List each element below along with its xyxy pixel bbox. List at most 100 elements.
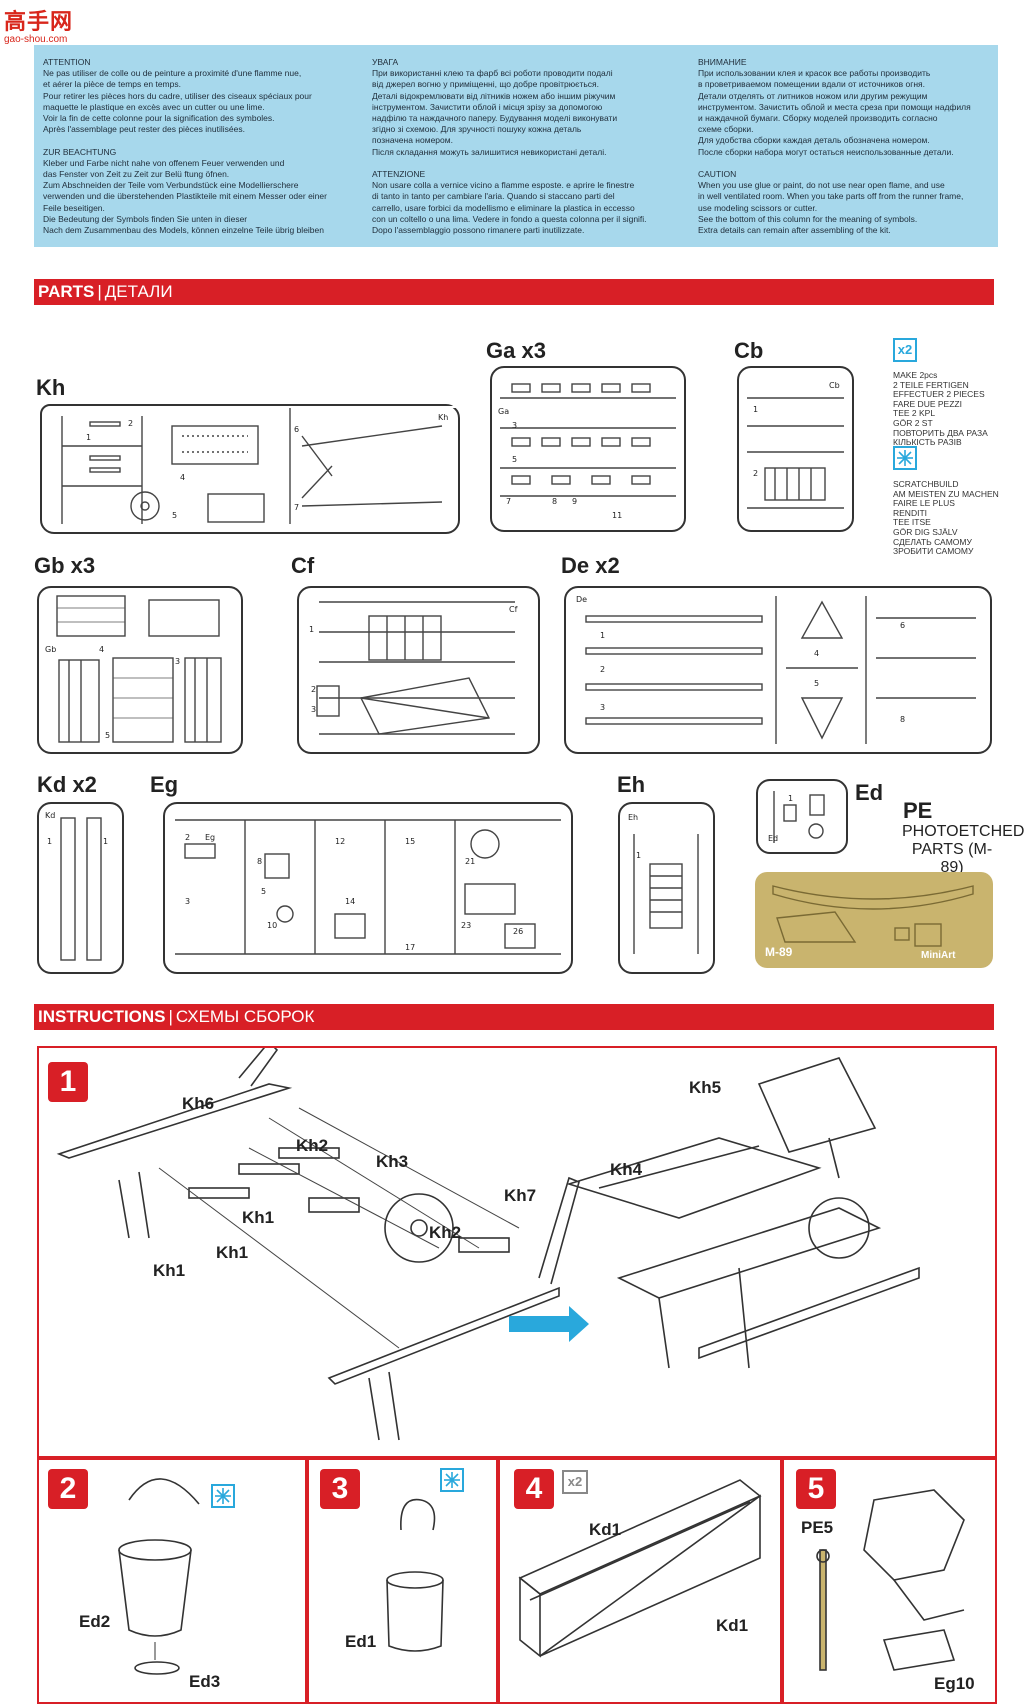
sprue-ed: Ed 1 [756,779,848,854]
sprue-label-de: De x2 [561,553,620,578]
warning-panel: ATTENTION Ne pas utiliser de colle ou de… [34,45,998,247]
callout-kh3: Kh3 [376,1152,409,1171]
callout-ed1: Ed1 [345,1632,377,1651]
warning-column-ru-en: ВНИМАНИЕ При использовании клея и красок… [698,57,971,236]
svg-text:Gb: Gb [45,645,56,654]
make-two-icon: x2 [562,1470,588,1494]
instructions-header-ru: СХЕМЫ СБОРОК [175,1007,315,1026]
sprue-ed-parts: Ed 1 [768,791,825,843]
warning-column-fr-de: ATTENTION Ne pas utiliser de colle ou de… [43,57,327,236]
scratchbuild-legend: SCRATCHBUILD AM MEISTEN ZU MACHEN FAIRE … [893,479,999,557]
callout-kh7: Kh7 [504,1186,537,1205]
sprue-label-cf: Cf [291,553,315,578]
step-1-panel: 1 Kh6 Kh2 Kh3 Kh2 Kh7 Kh1 Kh1 Kh1 Kh5 Kh… [37,1046,997,1458]
pe-label: PE [903,798,932,824]
callout-kh4: Kh4 [610,1160,643,1179]
svg-text:Cb: Cb [829,381,840,390]
svg-text:1: 1 [47,837,52,846]
svg-text:1: 1 [753,405,758,414]
callout-kh2-left: Kh2 [296,1136,329,1155]
callout-kh5: Kh5 [689,1078,722,1097]
sprue-eh: Eh 1 [618,802,715,974]
sprue-label-kh: Kh [36,375,66,400]
pe-subtitle: PHOTOETCHED [902,823,1024,840]
svg-text:6: 6 [294,425,299,434]
svg-text:1: 1 [636,851,641,860]
pe-code-line: PARTS (M-89) [911,841,993,876]
sprue-label-gb: Gb x3 [34,553,96,578]
svg-text:1: 1 [788,794,793,803]
step-3-panel: 3 Ed1 [307,1458,498,1704]
svg-text:3: 3 [512,421,517,430]
svg-text:17: 17 [405,943,415,952]
make-two-legend: MAKE 2pcs 2 TEILE FERTIGEN EFFECTUER 2 P… [893,370,988,448]
svg-text:4: 4 [180,473,185,482]
svg-text:26: 26 [513,927,523,936]
pe-subtitle-block: PHOTOETCHED PARTS (M-89) [902,823,1024,877]
warning-column-ua-it: УВАГА При використанні клею та фарб всі … [372,57,647,236]
svg-text:Kd: Kd [45,811,55,820]
step-4-number: 4 [514,1469,554,1509]
pe-fret: M-89 MiniArt [755,872,993,968]
svg-text:1: 1 [103,837,108,846]
svg-text:4: 4 [99,645,104,654]
svg-text:14: 14 [345,897,355,906]
svg-text:8: 8 [257,857,262,866]
svg-text:21: 21 [465,857,475,866]
sprue-eh-parts: Eh 1 [628,813,699,954]
pe-fret-code: M-89 [765,945,793,959]
header-divider: | [168,1007,173,1026]
parts-header-en: PARTS [38,282,95,301]
svg-text:7: 7 [506,497,511,506]
pe-fret-brand: MiniArt [921,950,956,961]
logo-mark: 高手网 [4,10,74,35]
sprue-label-eh: Eh [617,772,646,797]
svg-text:5: 5 [105,731,110,740]
svg-text:2: 2 [128,419,133,428]
parts-header-ru: ДЕТАЛИ [104,282,173,301]
svg-text:Eh: Eh [628,813,638,822]
pe-title: PE [903,798,933,823]
callout-kh1-c: Kh1 [153,1261,186,1280]
svg-text:Cf: Cf [509,605,518,614]
callout-kd1-bottom: Kd1 [716,1616,749,1635]
scratchbuild-icon [893,446,917,470]
svg-text:3: 3 [185,897,190,906]
site-logo: 高手网 gao-shou.com [4,4,124,45]
svg-text:2: 2 [600,665,605,674]
sprue-label-ga: Ga x3 [486,338,546,363]
svg-text:1: 1 [600,631,605,640]
svg-text:10: 10 [267,921,277,930]
instructions-header: INSTRUCTIONS|СХЕМЫ СБОРОК [34,1004,994,1030]
svg-text:Ga: Ga [498,407,509,416]
svg-text:15: 15 [405,837,415,846]
scratchbuild-icon [440,1468,464,1492]
sprue-label-kd: Kd x2 [37,772,97,797]
trough-drawing [518,1479,762,1658]
bucket-drawing [118,1478,200,1675]
header-divider: | [97,282,102,301]
sprue-label-cb: Cb [734,338,764,363]
svg-text:Ed: Ed [768,834,778,843]
svg-text:9: 9 [572,497,577,506]
callout-pe5: PE5 [801,1518,834,1537]
svg-text:Eg: Eg [205,833,215,842]
callout-kd1-top: Kd1 [589,1520,622,1539]
step-2-panel: 2 Ed2 Ed3 [37,1458,307,1704]
sprue-kd: Kd 1 1 [37,802,124,974]
svg-text:Kh: Kh [438,413,448,422]
sprue-label-ed: Ed [855,780,884,805]
svg-text:12: 12 [335,837,345,846]
svg-text:2: 2 [311,685,316,694]
